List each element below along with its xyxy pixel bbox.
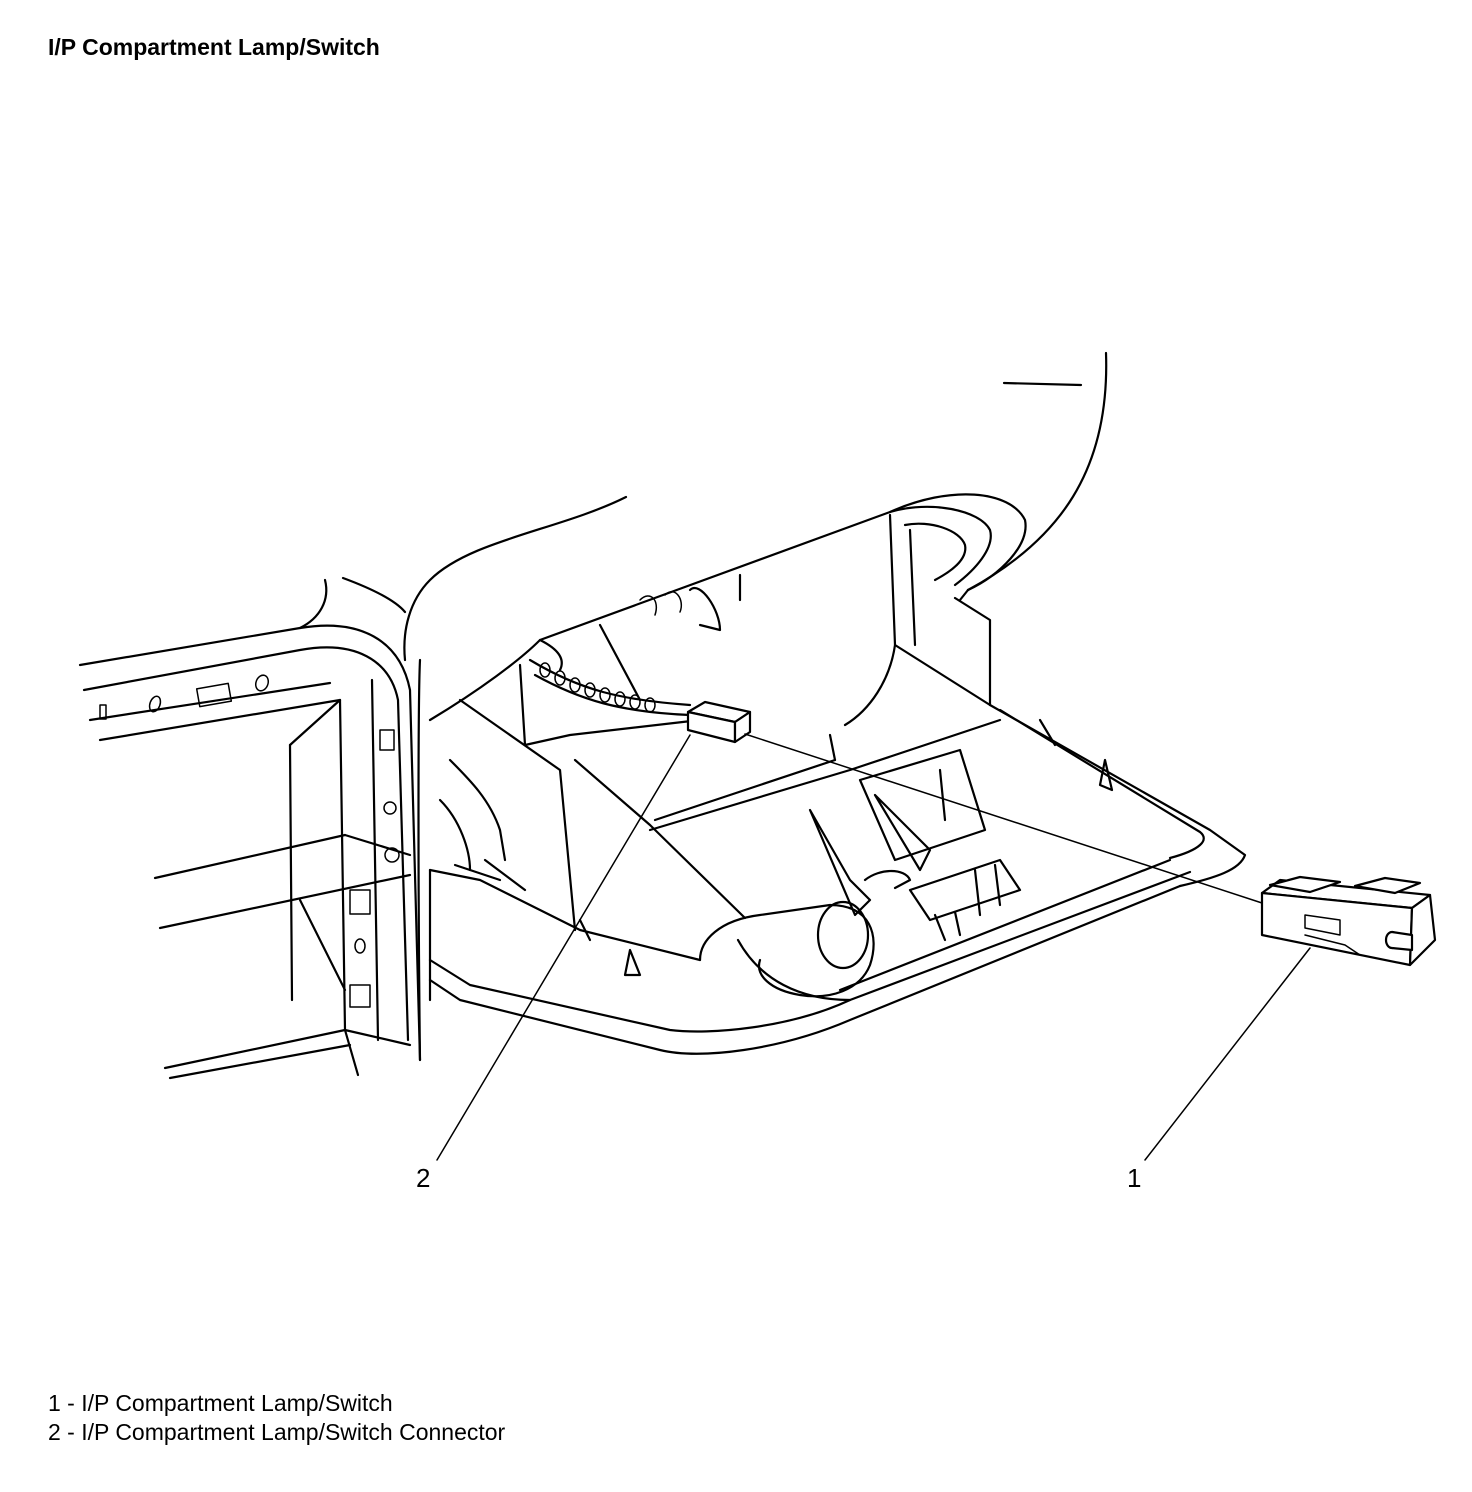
- callout-1-number: 1: [1127, 1163, 1142, 1193]
- compartment-door: [428, 493, 1247, 1055]
- callout-2-number: 2: [416, 1163, 431, 1193]
- lamp-switch-connector: [686, 700, 752, 744]
- compartment-lamp-switch: [1260, 875, 1437, 967]
- wiring-harness: [528, 658, 692, 717]
- instrument-panel-upper-outline: [298, 351, 1108, 662]
- diagram-title: I/P Compartment Lamp/Switch: [48, 34, 380, 60]
- left-dash-frame: [78, 624, 422, 1080]
- leader-lines: [436, 733, 1311, 1161]
- legend-item: 2 - I/P Compartment Lamp/Switch Connecto…: [48, 1419, 506, 1445]
- parts-legend: 1 - I/P Compartment Lamp/Switch 2 - I/P …: [48, 1389, 505, 1447]
- legend-item: 1 - I/P Compartment Lamp/Switch: [48, 1390, 393, 1416]
